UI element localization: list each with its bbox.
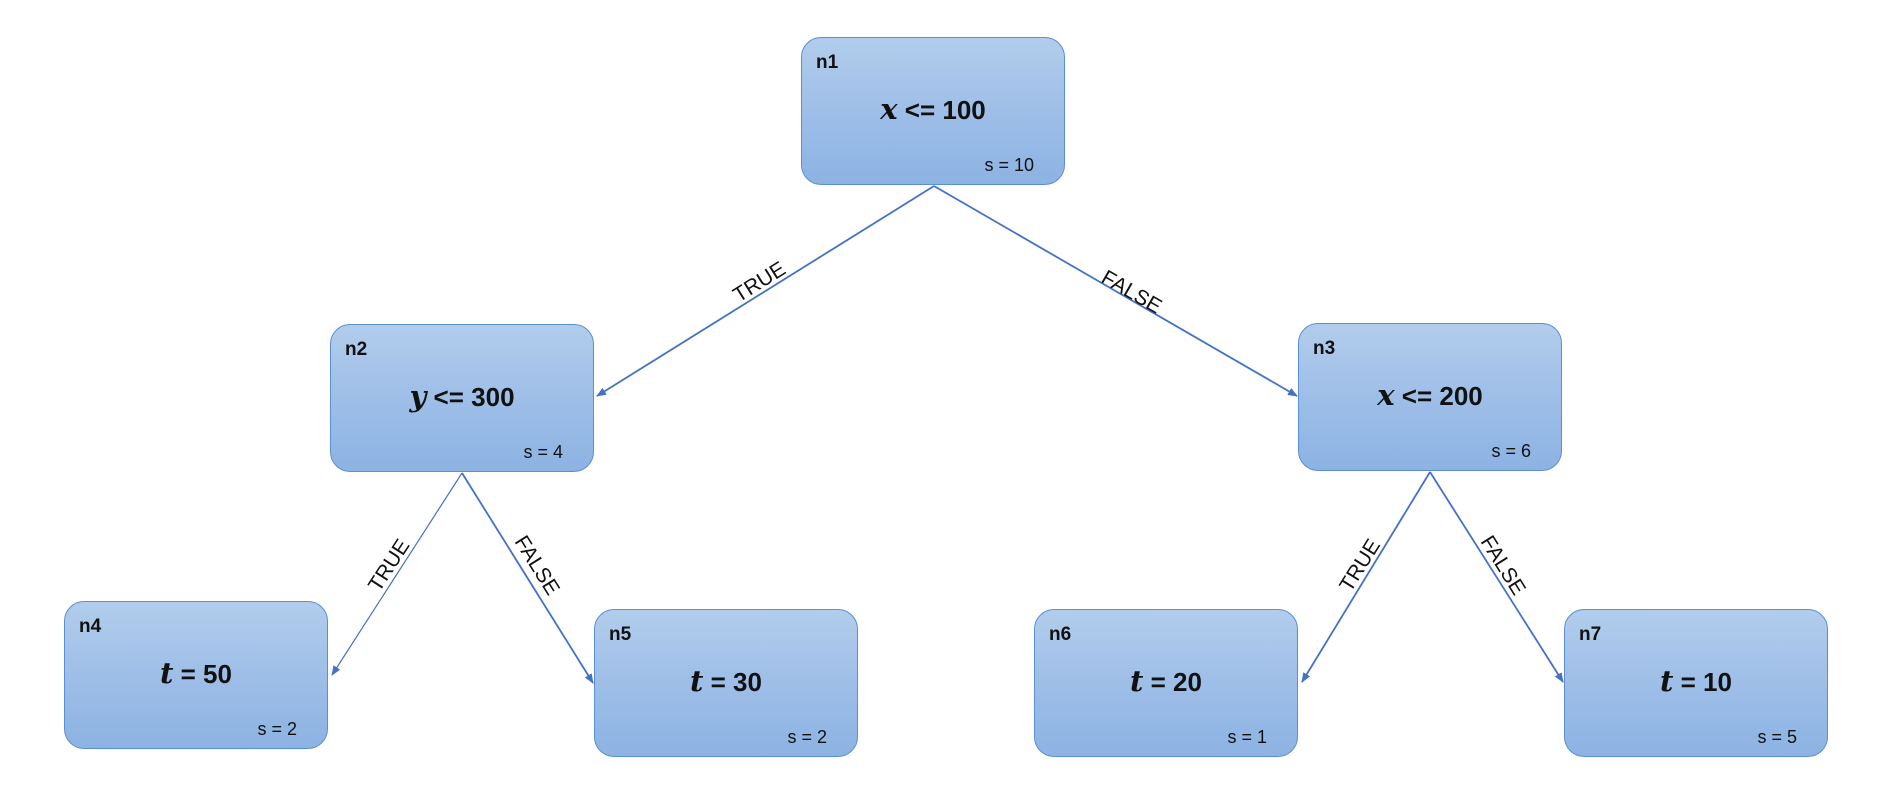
node-operator-value: = 20 <box>1143 667 1202 697</box>
node-id-label: n4 <box>79 616 102 637</box>
edge-label-n3-n7: FALSE <box>1476 532 1530 600</box>
node-condition: t = 20 <box>1035 664 1297 698</box>
edge-n2-n4 <box>331 472 463 676</box>
node-operator-value: <= 100 <box>897 95 986 125</box>
tree-node-n4: n4 t = 50 s = 2 <box>64 601 328 749</box>
edge-n2-n5 <box>461 472 594 684</box>
edge-label-n1-n3: FALSE <box>1097 266 1165 319</box>
node-condition: x <= 200 <box>1299 378 1561 412</box>
node-sample-size: s = 1 <box>1227 727 1267 747</box>
tree-node-n3: n3 x <= 200 s = 6 <box>1298 323 1562 471</box>
node-variable: t <box>1660 664 1674 698</box>
node-id-label: n6 <box>1049 624 1072 645</box>
node-sample-size: s = 2 <box>787 727 827 747</box>
node-id-label: n5 <box>609 624 632 645</box>
node-condition: x <= 100 <box>802 92 1064 126</box>
node-condition: y <= 300 <box>331 379 593 413</box>
node-sample-size: s = 2 <box>257 719 297 739</box>
tree-node-n7: n7 t = 10 s = 5 <box>1564 609 1828 757</box>
node-sample-size: s = 4 <box>523 442 563 462</box>
node-id-label: n3 <box>1313 338 1336 359</box>
node-operator-value: = 10 <box>1673 667 1732 697</box>
node-operator-value: <= 300 <box>426 382 515 412</box>
node-condition: t = 50 <box>65 656 327 690</box>
node-variable: y <box>409 379 427 413</box>
tree-node-n6: n6 t = 20 s = 1 <box>1034 609 1298 757</box>
tree-node-n1: n1 x <= 100 s = 10 <box>801 37 1065 185</box>
tree-node-n2: n2 y <= 300 s = 4 <box>330 324 594 472</box>
node-variable: t <box>160 656 174 690</box>
node-variable: t <box>690 664 704 698</box>
node-sample-size: s = 6 <box>1491 441 1531 461</box>
node-sample-size: s = 10 <box>984 155 1034 175</box>
edge-label-n3-n6: TRUE <box>1335 535 1385 596</box>
edge-n3-n6 <box>1301 471 1431 683</box>
node-variable: t <box>1130 664 1144 698</box>
node-condition: t = 30 <box>595 664 857 698</box>
edge-label-n1-n2: TRUE <box>729 257 790 307</box>
node-id-label: n7 <box>1579 624 1602 645</box>
node-id-label: n1 <box>816 52 839 73</box>
node-operator-value: = 30 <box>703 667 762 697</box>
node-variable: x <box>1377 378 1395 412</box>
node-sample-size: s = 5 <box>1757 727 1797 747</box>
node-variable: x <box>880 92 898 126</box>
node-operator-value: = 50 <box>173 659 232 689</box>
edge-n1-n3 <box>933 185 1298 397</box>
node-id-label: n2 <box>345 339 368 360</box>
tree-node-n5: n5 t = 30 s = 2 <box>594 609 858 757</box>
edge-n3-n7 <box>1429 471 1564 683</box>
edge-n1-n2 <box>596 185 935 397</box>
node-operator-value: <= 200 <box>1394 381 1483 411</box>
edge-label-n2-n5: FALSE <box>510 532 564 600</box>
node-condition: t = 10 <box>1565 664 1827 698</box>
